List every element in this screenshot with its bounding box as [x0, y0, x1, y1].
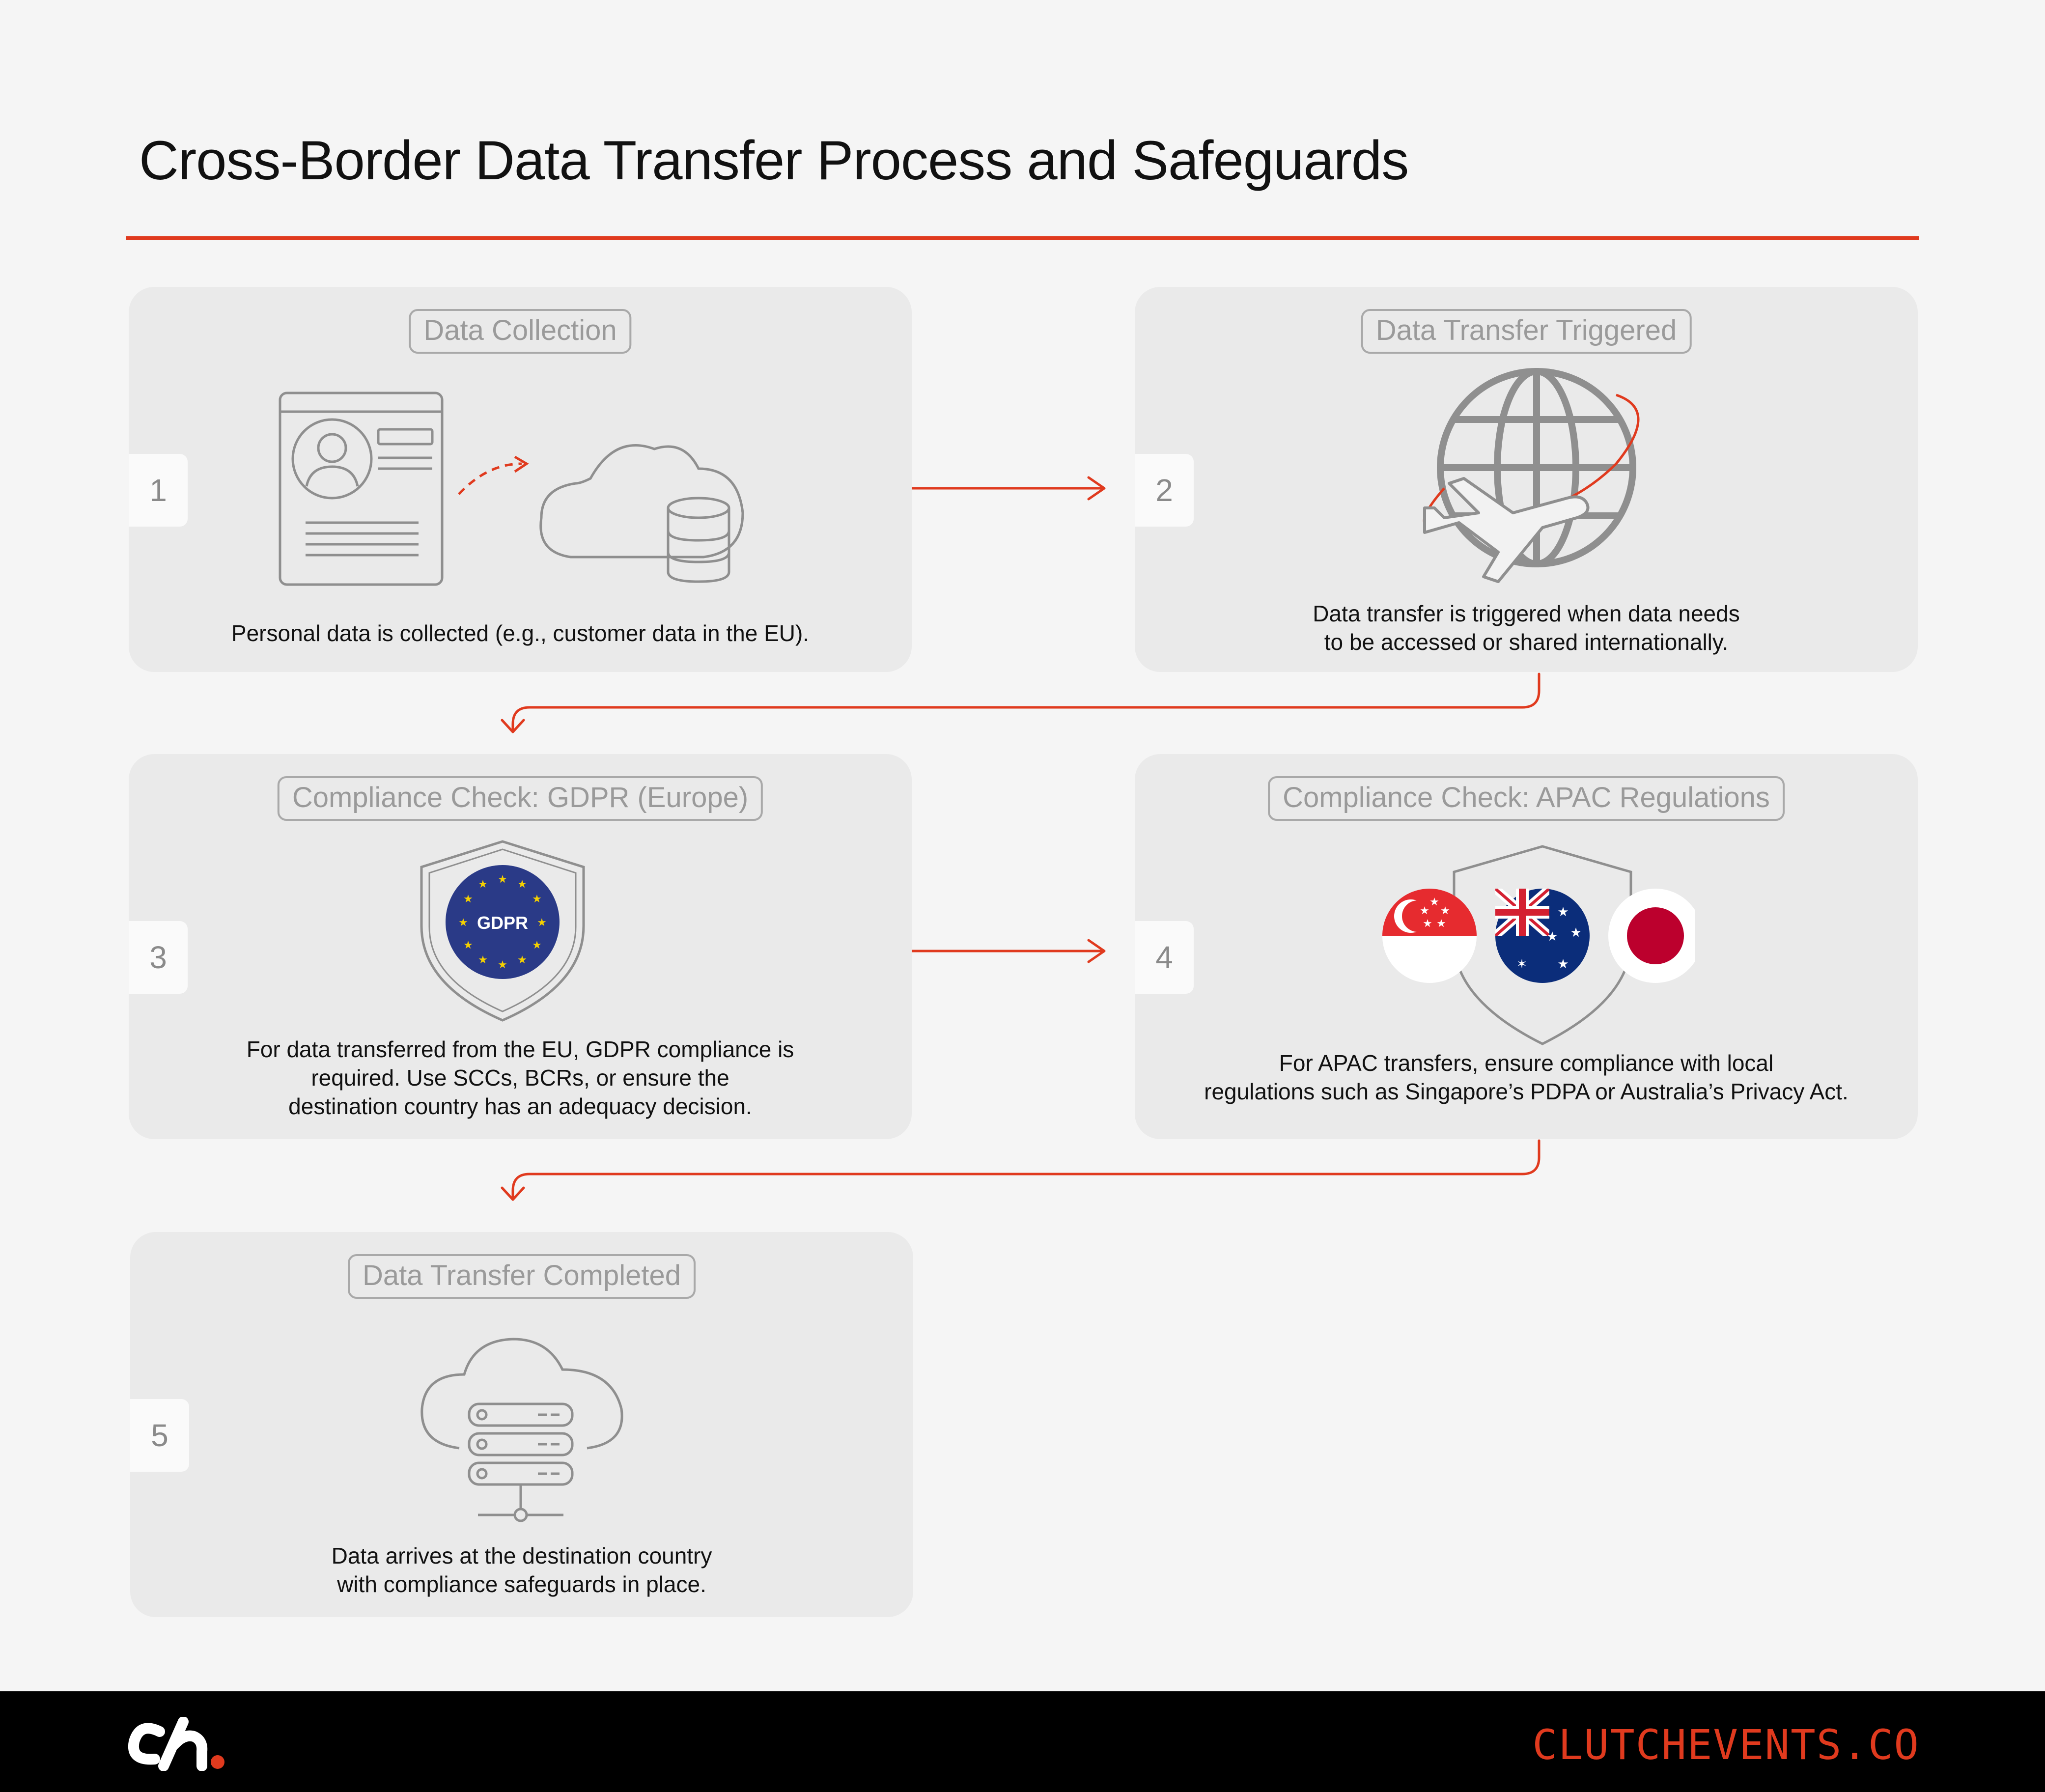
japan-flag-icon [1608, 889, 1695, 983]
svg-text:★: ★ [1546, 929, 1558, 944]
svg-text:★: ★ [517, 954, 527, 966]
svg-text:★: ★ [1440, 905, 1450, 917]
gdpr-badge-text: GDPR [477, 913, 528, 933]
svg-text:★: ★ [1436, 918, 1446, 930]
svg-text:★: ★ [532, 893, 542, 905]
svg-text:★: ★ [498, 959, 507, 971]
step-card-data-collection: Data Collection 1 Personal data is colle… [129, 287, 912, 672]
svg-text:★: ★ [1557, 905, 1569, 920]
australia-flag-icon: ✶★★★★ [1495, 889, 1590, 983]
svg-text:★: ★ [458, 917, 468, 929]
step-description: For APAC transfers, ensure compliance wi… [1204, 1050, 1849, 1104]
step-number: 5 [130, 1399, 189, 1472]
svg-text:★: ★ [463, 893, 473, 905]
step-description: Personal data is collected (e.g., custom… [231, 620, 810, 646]
svg-text:★: ★ [517, 878, 527, 891]
step-card-data-transfer-completed: Data Transfer Completed 5 Data arrives a… [130, 1232, 913, 1617]
svg-text:★: ★ [537, 917, 547, 929]
website-url-link[interactable]: CLUTCHEVENTS.CO [1532, 1721, 1920, 1769]
svg-text:★: ★ [478, 878, 488, 891]
svg-text:★: ★ [1423, 918, 1432, 930]
step-description: Data arrives at the destination country … [331, 1543, 712, 1597]
document-to-cloud-icon [279, 392, 744, 586]
svg-text:★: ★ [463, 939, 473, 952]
apac-flags-shield-icon: ★★★★★ ✶★★★★ [1382, 845, 1695, 1045]
step-description: Data transfer is triggered when data nee… [1313, 601, 1740, 655]
clutch-events-logo[interactable] [125, 1717, 228, 1771]
svg-text:★: ★ [532, 939, 542, 952]
svg-text:★: ★ [1570, 925, 1581, 940]
arrow-4-to-5 [511, 1139, 1541, 1198]
singapore-flag-icon: ★★★★★ [1382, 889, 1477, 983]
footer-bar: CLUTCHEVENTS.CO [0, 1691, 2045, 1792]
step-label: Data Transfer Triggered [1361, 309, 1692, 354]
arrow-2-to-3 [511, 672, 1541, 730]
step-label: Data Collection [409, 309, 632, 354]
step-label: Data Transfer Completed [348, 1254, 696, 1299]
step-number: 3 [129, 921, 188, 994]
step-description: For data transferred from the EU, GDPR c… [246, 1036, 794, 1119]
title-divider [126, 236, 1919, 240]
gdpr-shield-icon: ★ ★ ★ ★ ★ ★ ★ ★ ★ ★ ★ ★ GDPR [420, 840, 585, 1022]
svg-text:★: ★ [478, 954, 488, 966]
page-title: Cross-Border Data Transfer Process and S… [139, 130, 1409, 191]
step-card-gdpr-compliance: Compliance Check: GDPR (Europe) 3 ★ ★ ★ … [129, 754, 912, 1139]
cloud-server-icon [420, 1338, 623, 1522]
svg-text:★: ★ [498, 873, 507, 886]
svg-text:★: ★ [1557, 957, 1569, 972]
svg-text:★: ★ [1420, 905, 1429, 917]
svg-text:★: ★ [1429, 896, 1439, 908]
step-label: Compliance Check: GDPR (Europe) [277, 776, 763, 821]
svg-text:✶: ✶ [1516, 957, 1527, 972]
step-card-apac-compliance: Compliance Check: APAC Regulations 4 ★★★… [1135, 754, 1918, 1139]
step-number: 2 [1135, 454, 1194, 527]
step-number: 4 [1135, 921, 1194, 994]
step-card-data-transfer-triggered: Data Transfer Triggered 2 Data transfer … [1135, 287, 1918, 672]
step-label: Compliance Check: APAC Regulations [1268, 776, 1785, 821]
globe-airplane-icon [1423, 368, 1640, 583]
step-number: 1 [129, 454, 188, 527]
